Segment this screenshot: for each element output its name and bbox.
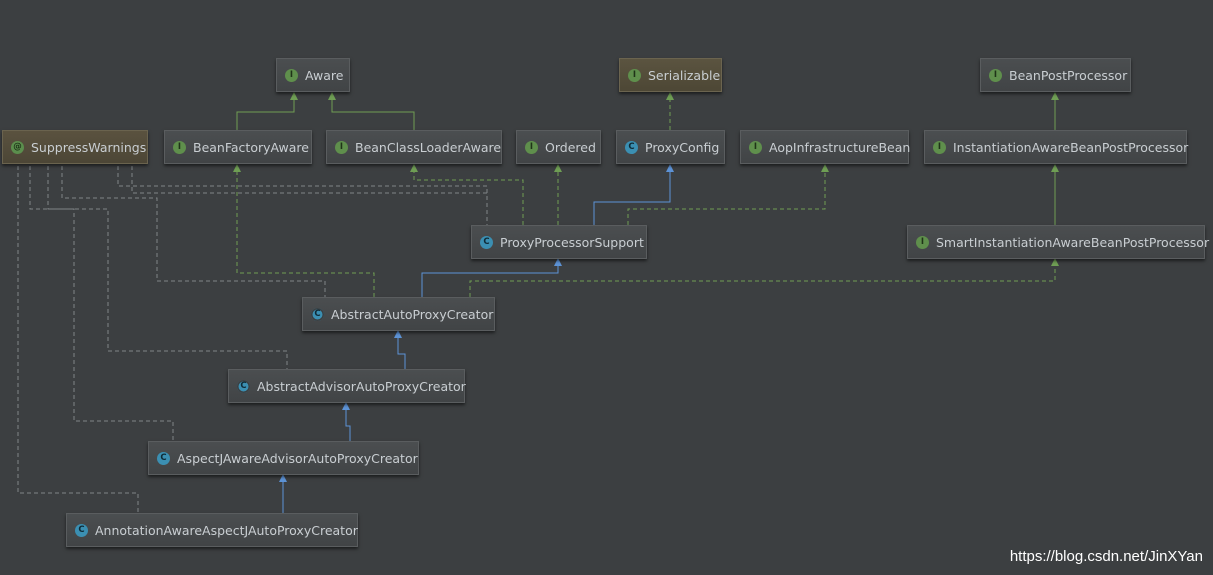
node-label: ProxyProcessorSupport xyxy=(500,234,644,250)
edge-aapc-pps xyxy=(421,258,562,297)
node-beanclassloaderaware[interactable]: I BeanClassLoaderAware xyxy=(326,130,502,164)
node-smartinstantiationawarebeanpostprocessor[interactable]: I SmartInstantiationAwareBeanPostProcess… xyxy=(907,225,1209,259)
node-serializable[interactable]: I Serializable xyxy=(619,58,722,92)
node-label: InstantiationAwareBeanPostProcessor xyxy=(953,139,1189,155)
node-label: AopInfrastructureBean xyxy=(769,139,911,155)
watermark: https://blog.csdn.net/JinXYan xyxy=(1009,548,1203,565)
node-label: BeanClassLoaderAware xyxy=(355,139,502,155)
node-label: SmartInstantiationAwareBeanPostProcessor xyxy=(936,234,1210,250)
edge-suppresswarnings-4 xyxy=(61,166,326,297)
interface-icon: I xyxy=(628,68,641,82)
edge-beanfactoryaware-aware xyxy=(236,92,298,130)
edge-aapc-smart xyxy=(469,258,1059,297)
node-annotationawareaspectjautoproxycreator[interactable]: C AnnotationAwareAspectJAutoProxyCreator xyxy=(66,513,358,547)
interface-icon: I xyxy=(173,140,186,154)
interface-icon: I xyxy=(335,140,348,154)
interface-icon: I xyxy=(525,140,538,154)
node-label: AnnotationAwareAspectJAutoProxyCreator xyxy=(95,522,358,538)
node-proxyprocessorsupport[interactable]: C ProxyProcessorSupport xyxy=(471,225,647,259)
node-label: Aware xyxy=(305,67,344,83)
class-icon: C xyxy=(75,523,88,537)
node-suppresswarnings[interactable]: @ SuppressWarnings xyxy=(2,130,148,164)
edge-ajaapc-aaapc xyxy=(342,402,351,441)
node-aware[interactable]: I Aware xyxy=(276,58,350,92)
node-beanfactoryaware[interactable]: I BeanFactoryAware xyxy=(164,130,312,164)
node-label: Ordered xyxy=(545,139,596,155)
edge-aaapc-aapc xyxy=(394,330,406,369)
class-icon: C xyxy=(480,235,493,249)
edge-pps-aopinfrastructurebean xyxy=(627,164,829,225)
abstract-class-icon: C xyxy=(311,307,324,321)
edge-aapc-beanfactoryaware xyxy=(233,164,375,297)
node-label: SuppressWarnings xyxy=(31,139,147,155)
class-icon: C xyxy=(625,140,638,154)
node-label: BeanPostProcessor xyxy=(1009,67,1128,83)
node-label: ProxyConfig xyxy=(645,139,720,155)
edge-suppresswarnings-6 xyxy=(131,166,487,194)
edge-suppresswarnings-3 xyxy=(47,166,288,369)
edge-pps-beanclassloaderaware xyxy=(410,164,524,225)
edge-suppresswarnings-1 xyxy=(17,166,139,513)
class-icon: C xyxy=(157,451,170,465)
node-instantiationawarebeanpostprocessor[interactable]: I InstantiationAwareBeanPostProcessor xyxy=(924,130,1189,164)
node-label: Serializable xyxy=(648,67,721,83)
interface-icon: I xyxy=(285,68,298,82)
node-abstractautoproxycreator[interactable]: C AbstractAutoProxyCreator xyxy=(302,297,495,331)
abstract-class-icon: C xyxy=(237,379,250,393)
node-proxyconfig[interactable]: C ProxyConfig xyxy=(616,130,725,164)
interface-icon: I xyxy=(749,140,762,154)
edge-suppresswarnings-5 xyxy=(117,166,488,225)
edge-suppresswarnings-2 xyxy=(29,166,174,441)
edge-pps-proxyconfig xyxy=(593,164,674,225)
node-label: BeanFactoryAware xyxy=(193,139,309,155)
node-ordered[interactable]: I Ordered xyxy=(516,130,601,164)
node-abstractadvisorautoproxycreator[interactable]: C AbstractAdvisorAutoProxyCreator xyxy=(228,369,466,403)
node-beanpostprocessor[interactable]: I BeanPostProcessor xyxy=(980,58,1131,92)
edge-beanclassloaderaware-aware xyxy=(328,92,415,130)
interface-icon: I xyxy=(933,140,946,154)
interface-icon: I xyxy=(989,68,1002,82)
node-label: AspectJAwareAdvisorAutoProxyCreator xyxy=(177,450,418,466)
annotation-icon: @ xyxy=(11,140,24,154)
node-aopinfrastructurebean[interactable]: I AopInfrastructureBean xyxy=(740,130,911,164)
interface-icon: I xyxy=(916,235,929,249)
node-label: AbstractAdvisorAutoProxyCreator xyxy=(257,378,466,394)
node-aspectjawareadvisorautoproxycreator[interactable]: C AspectJAwareAdvisorAutoProxyCreator xyxy=(148,441,419,475)
node-label: AbstractAutoProxyCreator xyxy=(331,306,494,322)
